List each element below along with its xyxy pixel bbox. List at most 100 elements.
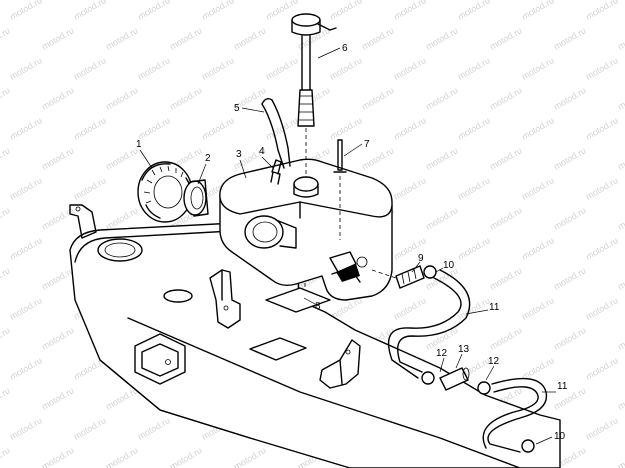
watermark-text: motod.ru — [488, 205, 524, 231]
watermark-text: motod.ru — [392, 295, 428, 321]
callout-13: 13 — [458, 344, 470, 355]
watermark-text: motod.ru — [40, 25, 76, 51]
callout-4: 4 — [259, 146, 265, 157]
callout-5: 5 — [234, 103, 240, 114]
filler-cap — [137, 161, 193, 223]
watermark-text: motod.ru — [552, 325, 588, 351]
watermark-text: motod.ru — [8, 0, 44, 22]
watermark-text: motod.ru — [8, 55, 44, 81]
watermark-text: motod.ru — [456, 0, 492, 22]
watermark-text: motod.ru — [104, 25, 140, 51]
watermark-text: motod.ru — [8, 415, 44, 441]
watermark-text: motod.ru — [360, 25, 396, 51]
leader-lines — [139, 47, 556, 445]
watermark-text: motod.ru — [72, 115, 108, 141]
callout-6: 6 — [342, 43, 348, 54]
watermark-text: motod.ru — [328, 0, 364, 22]
watermark-text: motod.ru — [8, 295, 44, 321]
callout-11-lower: 11 — [557, 381, 568, 392]
dipstick — [333, 139, 347, 240]
watermark-text: motod.ru — [392, 0, 428, 22]
watermark-text: motod.ru — [392, 55, 428, 81]
watermark-text: motod.ru — [136, 55, 172, 81]
filler-neck-gasket — [183, 179, 209, 217]
watermark-text: motod.ru — [616, 325, 625, 351]
watermark-text: motod.ru — [520, 175, 556, 201]
watermark-text: motod.ru — [456, 115, 492, 141]
fuel-line-upper — [387, 269, 471, 379]
watermark-text: motod.ru — [40, 145, 76, 171]
watermark-text: motod.ru — [616, 445, 625, 468]
vent-tube — [261, 97, 291, 169]
callout-1: 1 — [136, 139, 142, 150]
watermark-text: motod.ru — [72, 0, 108, 22]
watermark-text: motod.ru — [424, 85, 460, 111]
callout-10-upper: 10 — [443, 260, 455, 271]
watermark-text: motod.ru — [0, 205, 12, 231]
frame-rail — [69, 204, 561, 468]
watermark-text: motod.ru — [104, 445, 140, 468]
callout-10-lower: 10 — [554, 431, 566, 442]
watermark-text: motod.ru — [168, 85, 204, 111]
callout-numbers: 1 2 3 4 5 6 7 8 9 10 11 12 13 12 11 10 — [136, 43, 568, 442]
watermark-text: motod.ru — [488, 265, 524, 291]
watermark-text: motod.ru — [8, 355, 44, 381]
watermark-text: motod.ru — [552, 265, 588, 291]
watermark-text: motod.ru — [328, 115, 364, 141]
callout-11-upper: 11 — [489, 302, 500, 313]
callout-12-right: 12 — [488, 356, 500, 367]
fuel-tank — [219, 158, 393, 301]
watermark-text: motod.ru — [328, 55, 364, 81]
watermark-text: motod.ru — [136, 415, 172, 441]
watermark-text: motod.ru — [456, 175, 492, 201]
watermark-text: motod.ru — [520, 55, 556, 81]
callout-7: 7 — [364, 139, 370, 150]
fuel-gauge-sender — [291, 13, 337, 178]
watermark-text: motod.ru — [616, 85, 625, 111]
watermark-text: motod.ru — [40, 265, 76, 291]
watermark-text: motod.ru — [72, 55, 108, 81]
watermark-text: motod.ru — [0, 325, 12, 351]
watermark-text: motod.ru — [104, 85, 140, 111]
watermark-text: motod.ru — [616, 205, 625, 231]
watermark-text: motod.ru — [200, 115, 236, 141]
watermark-text: motod.ru — [168, 25, 204, 51]
watermark-text: motod.ru — [0, 265, 12, 291]
watermark-text: motod.ru — [8, 115, 44, 141]
fuel-fitting — [371, 265, 437, 289]
watermark-text: motod.ru — [392, 115, 428, 141]
watermark-text: motod.ru — [584, 0, 620, 22]
watermark-text: motod.ru — [136, 0, 172, 22]
watermark-text: motod.ru — [424, 25, 460, 51]
watermark-text: motod.ru — [8, 235, 44, 261]
callout-8: 8 — [315, 301, 321, 312]
watermark-text: motod.ru — [168, 445, 204, 468]
watermark-text: motod.ru — [552, 85, 588, 111]
watermark-text: motod.ru — [40, 445, 76, 468]
watermark-text: motod.ru — [584, 295, 620, 321]
watermark-text: motod.ru — [488, 145, 524, 171]
watermark-text: motod.ru — [424, 205, 460, 231]
watermark-text: motod.ru — [584, 235, 620, 261]
callout-9: 9 — [418, 253, 424, 264]
foam-pad — [265, 262, 331, 313]
watermark-text: motod.ru — [520, 295, 556, 321]
watermark-text: motod.ru — [616, 385, 625, 411]
watermark-text: motod.ru — [136, 115, 172, 141]
watermark-text: motod.ru — [488, 25, 524, 51]
watermark-text: motod.ru — [616, 145, 625, 171]
watermark-text: motod.ru — [0, 445, 12, 468]
watermark-text: motod.ru — [0, 85, 12, 111]
watermark-text: motod.ru — [0, 145, 12, 171]
watermark-text: motod.ru — [232, 445, 268, 468]
watermark-text: motod.ru — [520, 355, 556, 381]
watermark-text: motod.ru — [72, 415, 108, 441]
watermark-text: motod.ru — [584, 55, 620, 81]
callout-2: 2 — [205, 153, 211, 164]
watermark-text: motod.ru — [616, 25, 625, 51]
watermark-text: motod.ru — [0, 25, 12, 51]
watermark-text: motod.ru — [40, 85, 76, 111]
watermark-text: motod.ru — [456, 295, 492, 321]
